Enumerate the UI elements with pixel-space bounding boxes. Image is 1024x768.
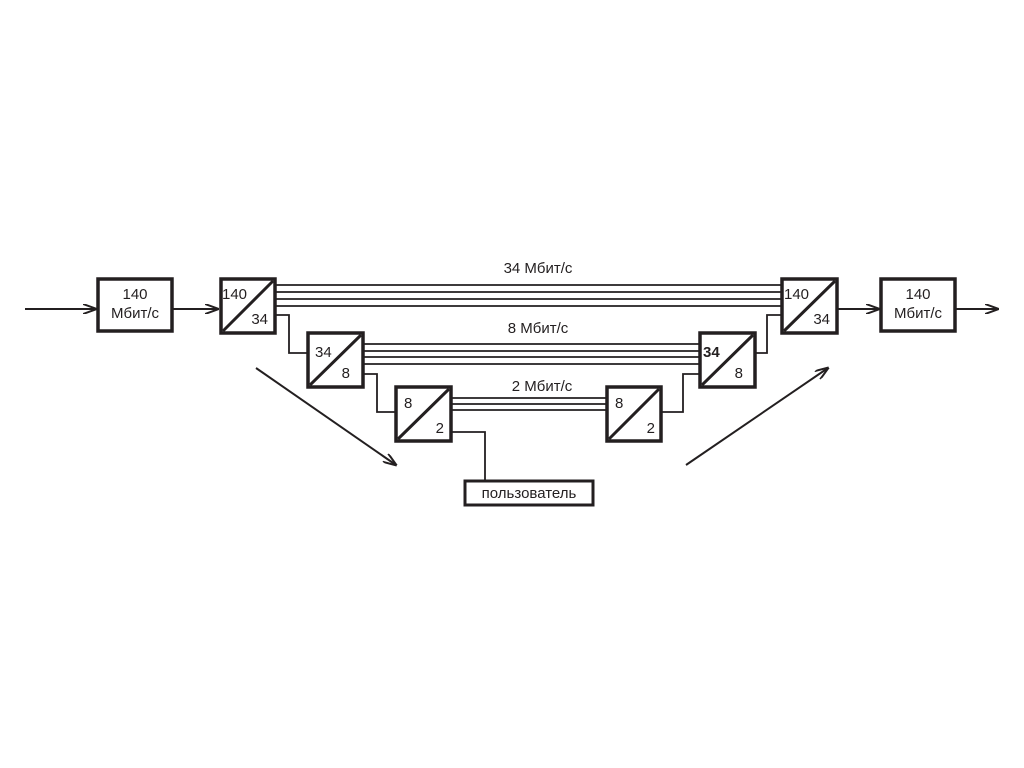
output-block-rate: 140 [905, 286, 930, 303]
mux-label-top: 8 [615, 395, 623, 412]
rate-label-8: 8 Мбит/с [508, 320, 569, 337]
user-label: пользователь [482, 485, 577, 502]
rate-label-34: 34 Мбит/с [504, 260, 573, 277]
mux-label-bottom: 34 [813, 311, 830, 328]
trunk-2 [451, 397, 607, 411]
mux-label-bottom: 2 [647, 420, 655, 437]
tributary-left-8 [363, 373, 396, 413]
mux-label-top: 34 [703, 344, 720, 361]
mux-label-bottom: 8 [342, 365, 350, 382]
mux-label-bottom: 2 [436, 420, 444, 437]
output-block-unit: Мбит/с [894, 305, 943, 322]
mux-label-top: 140 [222, 286, 247, 303]
trunk-34 [275, 284, 782, 307]
tributary-right-34 [755, 314, 782, 354]
mux-34-8-right: 34 8 [698, 331, 757, 389]
mux-label-top: 34 [315, 344, 332, 361]
input-140-block: 140 Мбит/с [96, 277, 174, 333]
mux-direction-arrow [685, 368, 828, 466]
mux-140-34-left: 140 34 [219, 277, 277, 335]
user-connector [451, 431, 486, 481]
mux-label-bottom: 34 [251, 311, 268, 328]
output-140-block: 140 Мбит/с [879, 277, 957, 333]
mux-label-bottom: 8 [735, 365, 743, 382]
mux-8-2-left: 8 2 [394, 385, 453, 443]
mux-34-8-left: 34 8 [306, 331, 365, 389]
mux-140-34-right: 140 34 [780, 277, 839, 335]
input-block-unit: Мбит/с [111, 305, 160, 322]
tributary-left-34 [275, 314, 308, 354]
trunk-8 [363, 343, 700, 365]
user-block: пользователь [463, 479, 595, 507]
rate-label-2: 2 Мбит/с [512, 378, 573, 395]
demux-direction-arrow [255, 367, 396, 465]
mux-label-top: 140 [784, 286, 809, 303]
mux-label-top: 8 [404, 395, 412, 412]
input-block-rate: 140 [122, 286, 147, 303]
tributary-right-8 [661, 373, 700, 413]
mux-8-2-right: 8 2 [605, 385, 663, 443]
